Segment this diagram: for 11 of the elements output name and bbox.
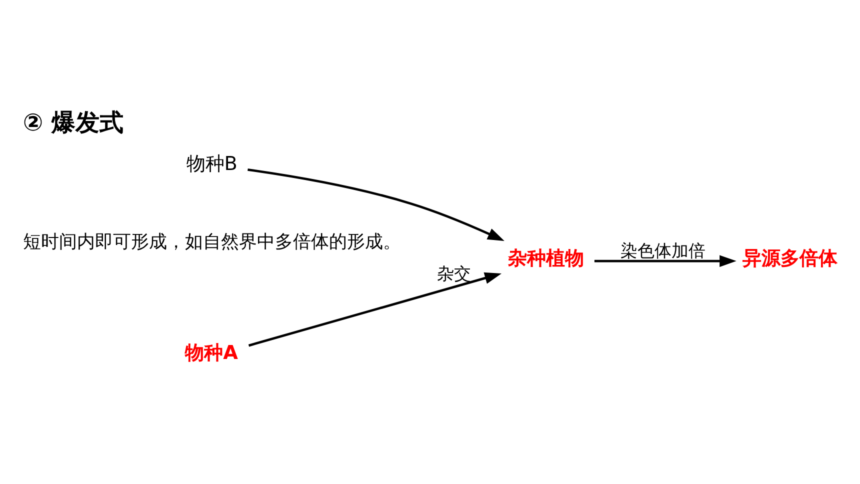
edge-label: 染色体加倍 xyxy=(620,240,706,260)
label: 短时间内即可形成，如自然界中多倍体的形成。 xyxy=(22,230,401,252)
node-text: 物种B xyxy=(186,151,238,174)
edge-label: 杂交 xyxy=(437,262,472,283)
arrow xyxy=(248,168,504,240)
arrow xyxy=(248,272,502,346)
node-text: 物种A xyxy=(185,340,238,364)
node-text: 异源多倍体 xyxy=(742,246,838,269)
arrow xyxy=(594,254,736,266)
diagram-title: ② 爆发式 xyxy=(22,108,124,136)
node-text: 杂种植物 xyxy=(508,246,584,269)
